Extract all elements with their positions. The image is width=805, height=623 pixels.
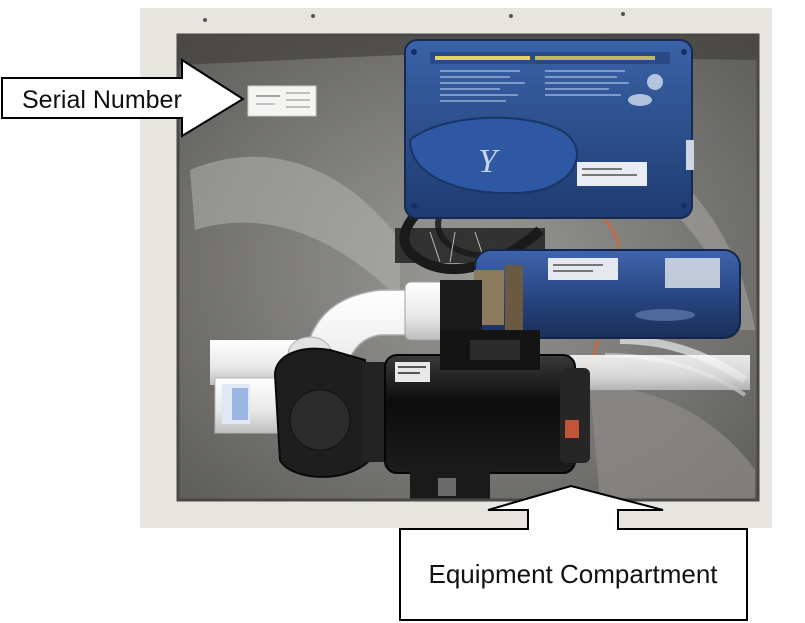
pump-motor: [273, 330, 590, 500]
equipment-compartment-arrow: [399, 484, 748, 621]
serial-number-arrow: [1, 58, 245, 138]
control-box: Y: [404, 39, 694, 219]
serial-number-label: Serial Number: [22, 86, 182, 114]
control-box-logo: Y: [478, 143, 500, 180]
heater-tube: [474, 249, 741, 339]
equipment-compartment-callout: Equipment Compartment: [399, 484, 748, 621]
serial-number-sticker: [247, 85, 317, 117]
equipment-compartment-label: Equipment Compartment: [428, 559, 718, 589]
serial-number-callout: Serial Number: [1, 58, 245, 138]
